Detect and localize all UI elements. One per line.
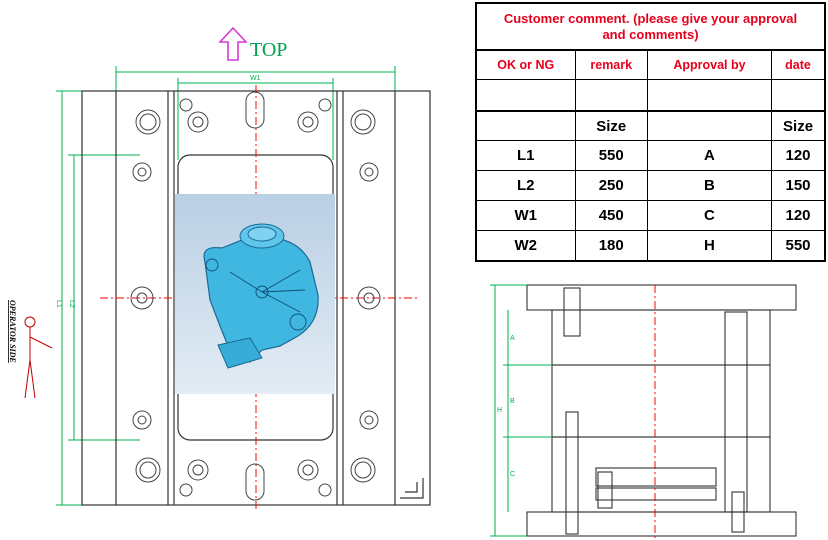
size-header-cell bbox=[646, 110, 773, 141]
table-row: L2 250 B 150 bbox=[475, 170, 826, 201]
top-arrow-icon bbox=[218, 26, 248, 61]
size-header-row: Size Size bbox=[475, 110, 826, 141]
header-date: date bbox=[771, 49, 826, 80]
size-header-cell: Size bbox=[574, 110, 648, 141]
header-remark: remark bbox=[574, 49, 648, 80]
l1-label: L1 bbox=[55, 300, 62, 308]
top-label: TOP bbox=[250, 39, 287, 61]
dim-name-cell: W1 bbox=[475, 200, 576, 231]
dim-name-cell: H bbox=[646, 230, 773, 262]
a-label: A bbox=[510, 335, 515, 342]
size-header-cell bbox=[475, 110, 576, 141]
b-label: B bbox=[510, 398, 515, 405]
table-row: W1 450 C 120 bbox=[475, 200, 826, 231]
size-header-cell: Size bbox=[771, 110, 826, 141]
dim-name-cell: L2 bbox=[475, 170, 576, 201]
mold-side-view bbox=[526, 284, 797, 537]
header-approval-by: Approval by bbox=[646, 49, 773, 80]
dim-name-cell: C bbox=[646, 200, 773, 231]
dim-name-cell: A bbox=[646, 140, 773, 171]
ok-ng-cell[interactable] bbox=[475, 79, 576, 112]
header-ok-ng: OK or NG bbox=[475, 49, 576, 80]
length-dimension bbox=[56, 90, 140, 506]
operator-figure-icon bbox=[24, 316, 53, 399]
dim-value-cell: 450 bbox=[574, 200, 648, 231]
approval-title: Customer comment. (please give your appr… bbox=[475, 2, 826, 51]
dim-value-cell: 120 bbox=[771, 200, 826, 231]
approval-title-line1: Customer comment. (please give your appr… bbox=[503, 10, 798, 26]
table-row: W2 180 H 550 bbox=[475, 230, 826, 262]
dim-value-cell: 250 bbox=[574, 170, 648, 201]
dim-value-cell: 150 bbox=[771, 170, 826, 201]
remark-cell[interactable] bbox=[574, 79, 648, 112]
dim-value-cell: 550 bbox=[771, 230, 826, 262]
h-label: H bbox=[497, 407, 502, 414]
approval-title-line2: and comments) bbox=[602, 26, 699, 42]
side-dimensions bbox=[490, 284, 552, 537]
dim-name-cell: B bbox=[646, 170, 773, 201]
bolt-holes bbox=[130, 91, 381, 501]
dim-name-cell: W2 bbox=[475, 230, 576, 262]
dim-value-cell: 180 bbox=[574, 230, 648, 262]
w1-label: W1 bbox=[250, 75, 261, 82]
dim-value-cell: 550 bbox=[574, 140, 648, 171]
c-label: C bbox=[510, 471, 515, 478]
l2-label: L2 bbox=[68, 300, 75, 308]
dim-name-cell: L1 bbox=[475, 140, 576, 171]
width-dimension bbox=[115, 66, 396, 160]
approval-input-row bbox=[475, 79, 826, 112]
approval-header-row: OK or NG remark Approval by date bbox=[475, 49, 826, 80]
table-row: L1 550 A 120 bbox=[475, 140, 826, 171]
date-cell[interactable] bbox=[771, 79, 826, 112]
part-image bbox=[175, 194, 335, 394]
operator-side-label: OPERATOR SIDE bbox=[8, 300, 17, 363]
approval-table: Customer comment. (please give your appr… bbox=[475, 2, 826, 262]
dim-value-cell: 120 bbox=[771, 140, 826, 171]
approval-by-cell[interactable] bbox=[646, 79, 773, 112]
